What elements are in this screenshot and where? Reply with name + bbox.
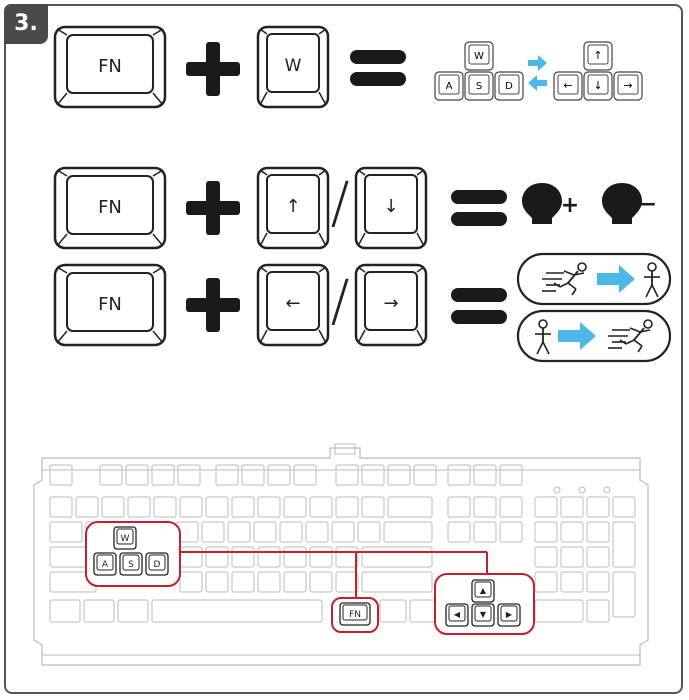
w-key-label: W	[285, 56, 302, 76]
running-to-standing-icon	[516, 252, 672, 306]
equals-icon-2	[451, 190, 507, 226]
svg-text:FN: FN	[98, 294, 122, 315]
svg-text:↑: ↑	[593, 49, 602, 62]
plus-icon-3	[186, 278, 240, 332]
fn-key-1: FN	[53, 25, 167, 109]
svg-text:▼: ▼	[480, 610, 487, 619]
fn-key-1-label: FN	[98, 56, 122, 77]
svg-text:−: −	[639, 192, 657, 217]
bulb-dimmer-icon: −	[602, 183, 657, 224]
connector-lines	[180, 551, 488, 598]
left-key: ←	[256, 263, 330, 347]
swap-arrows-icon	[528, 55, 547, 91]
keyboard-highlights: W A S D FN ▲ ◀ ▼ ▶	[85, 521, 535, 635]
svg-text:▶: ▶	[506, 610, 513, 619]
right-key: →	[354, 263, 428, 347]
row-fn-left-right: FN ← / →	[53, 252, 672, 363]
svg-text:+: +	[561, 193, 579, 218]
down-key: ↓	[354, 166, 428, 250]
svg-text:A: A	[446, 81, 453, 92]
svg-text:A: A	[102, 560, 109, 570]
svg-text:↑: ↑	[285, 196, 300, 217]
svg-text:←: ←	[563, 79, 572, 92]
wasd-highlight: W A S D	[85, 521, 181, 587]
plus-icon-1	[186, 42, 240, 96]
wasd-cluster-icon: W A S D	[434, 41, 524, 101]
svg-text:W: W	[474, 51, 484, 62]
plus-icon-2	[186, 181, 240, 235]
svg-text:↓: ↓	[593, 79, 602, 92]
w-key: W	[256, 25, 330, 109]
svg-text:D: D	[505, 81, 513, 92]
svg-text:◀: ◀	[454, 610, 461, 619]
fn-key-2: FN	[53, 166, 167, 250]
svg-text:S: S	[128, 560, 134, 570]
step-number-badge: 3.	[4, 4, 48, 44]
svg-text:W: W	[121, 534, 130, 544]
svg-text:D: D	[154, 560, 161, 570]
svg-text:→: →	[623, 79, 632, 92]
svg-text:←: ←	[285, 293, 300, 314]
arrow-cluster-icon: ↑ ← ↓ →	[553, 41, 643, 101]
svg-text:S: S	[476, 81, 482, 92]
fn-highlight: FN	[331, 597, 379, 633]
slash-separator-2: /	[331, 269, 350, 334]
equals-icon-3	[451, 288, 507, 324]
svg-text:FN: FN	[349, 610, 361, 620]
bulb-brighter-icon: +	[522, 183, 579, 224]
row-fn-up-down: FN ↑ / ↓ + −	[53, 166, 657, 250]
svg-text:→: →	[383, 293, 398, 314]
svg-text:↓: ↓	[383, 196, 398, 217]
equals-icon-1	[350, 50, 406, 86]
row-fn-w: FN W W A S D ↑ ← ↓ →	[53, 25, 643, 109]
svg-text:▲: ▲	[480, 586, 487, 595]
arrows-highlight: ▲ ◀ ▼ ▶	[434, 573, 535, 635]
slash-separator-1: /	[331, 171, 350, 236]
up-key: ↑	[256, 166, 330, 250]
fn-key-3: FN	[53, 263, 167, 347]
svg-text:FN: FN	[98, 197, 122, 218]
standing-to-running-icon	[516, 309, 672, 363]
diagram-frame	[4, 4, 683, 694]
keyboard-illustration	[33, 443, 649, 666]
